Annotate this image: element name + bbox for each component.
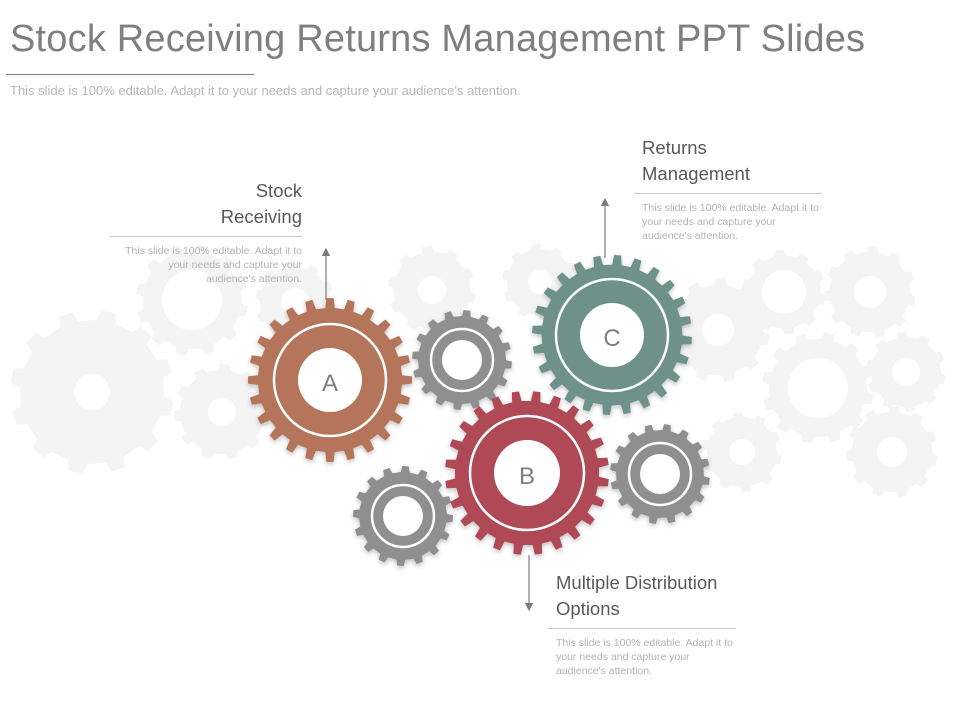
gear-c-letter: C: [603, 325, 620, 352]
callout-heading: Multiple Distribution Options: [548, 570, 736, 622]
background-gear-icon: [174, 364, 270, 460]
callout-heading: Returns Management: [634, 135, 822, 187]
title-underline: [6, 74, 254, 75]
foreground-gears: [248, 255, 710, 566]
callout-heading: Stock Receiving: [110, 178, 302, 230]
small-gear-icon: [353, 466, 453, 566]
background-gears: [10, 244, 946, 498]
gear-a-letter: A: [322, 370, 338, 397]
background-gear-icon: [702, 412, 782, 492]
background-gear-icon: [10, 310, 174, 474]
callout-multiple-distribution: Multiple Distribution Options This slide…: [548, 570, 736, 678]
heading-line: Management: [642, 163, 750, 184]
heading-line: Returns: [642, 137, 707, 158]
background-gear-icon: [136, 244, 248, 356]
callout-stock-receiving: Stock Receiving This slide is 100% edita…: [110, 178, 302, 286]
background-gear-icon: [388, 246, 476, 334]
small-gear-icon: [412, 310, 512, 410]
background-gear-icon: [666, 278, 770, 382]
heading-line: Receiving: [220, 206, 302, 227]
callout-body: This slide is 100% editable. Adapt it to…: [556, 637, 733, 677]
page-subtitle: This slide is 100% editable. Adapt it to…: [10, 83, 521, 98]
gear-a-icon: [248, 298, 412, 462]
background-gear-icon: [824, 246, 916, 338]
callout-body: This slide is 100% editable. Adapt it to…: [642, 202, 819, 242]
small-gear-icon: [610, 424, 710, 524]
page-title: Stock Receiving Returns Management PPT S…: [10, 18, 866, 60]
callout-returns-management: Returns Management This slide is 100% ed…: [634, 135, 822, 243]
heading-line: Options: [556, 598, 620, 619]
background-gear-icon: [762, 332, 874, 444]
callout-divider: [548, 628, 736, 629]
background-gear-icon: [866, 332, 946, 412]
gear-b-letter: B: [519, 463, 535, 490]
background-gear-icon: [846, 406, 938, 498]
callout-divider: [110, 236, 302, 237]
heading-line: Stock: [255, 180, 302, 201]
gear-c-icon: [532, 255, 692, 415]
callout-body: This slide is 100% editable. Adapt it to…: [125, 245, 302, 285]
callout-divider: [634, 193, 822, 194]
gear-b-icon: [445, 391, 609, 555]
heading-line: Multiple Distribution: [556, 572, 718, 593]
background-gear-icon: [742, 250, 826, 334]
